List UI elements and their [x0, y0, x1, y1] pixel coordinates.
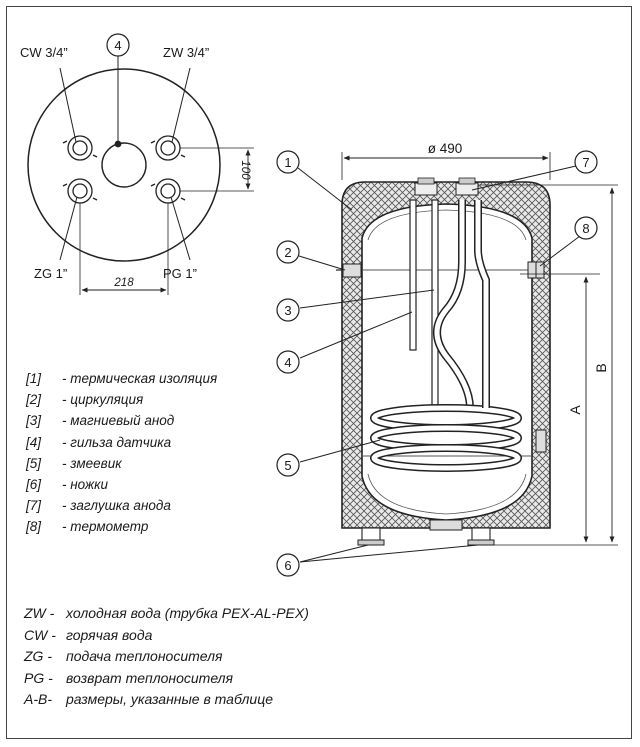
callout-2: 2 — [276, 240, 300, 264]
fitting-zg — [62, 178, 98, 204]
callout-8: 8 — [574, 216, 598, 240]
legend-item: [3]- магниевый анод — [26, 413, 175, 429]
side-view: ø 490 A B 1 2 3 4 — [276, 141, 618, 577]
parts-legend: [1]- термическая изоляция [2]- циркуляци… — [26, 368, 217, 538]
svg-text:8: 8 — [582, 221, 589, 236]
abbrev-item: ZW -холодная вода (трубка PEX-AL-PEX) — [24, 605, 309, 621]
abbrev-item: ZG -подача теплоносителя — [24, 648, 223, 664]
abbrev-item: A-B-размеры, указанные в таблице — [24, 691, 274, 707]
svg-text:3: 3 — [284, 303, 291, 318]
abbrev-item: PG -возврат теплоносителя — [24, 669, 234, 686]
svg-text:4: 4 — [284, 355, 291, 370]
svg-text:7: 7 — [582, 155, 589, 170]
legend-item: [1]- термическая изоляция — [26, 371, 218, 386]
fitting-pg — [150, 178, 186, 204]
top-callout-4-label: 4 — [114, 38, 121, 53]
label-cw: CW 3/4” — [20, 45, 68, 60]
top-callout-4 — [106, 33, 130, 57]
callout-3: 3 — [276, 298, 300, 322]
magnesium-anode — [431, 199, 439, 407]
legend-item: [2]- циркуляция — [26, 392, 144, 408]
callout-4: 4 — [276, 350, 300, 374]
callout-7: 7 — [574, 150, 598, 174]
legend-item: [6]- ножки — [26, 477, 109, 493]
abbreviation-legend: ZW -холодная вода (трубка PEX-AL-PEX) CW… — [24, 603, 309, 711]
dim-100: 100 — [239, 160, 251, 180]
legend-item: [8]- термометр — [26, 519, 149, 535]
diagram-frame — [6, 6, 632, 739]
legend-item: [7]- заглушка анода — [26, 498, 171, 514]
top-view-sensor-dot — [114, 140, 122, 148]
label-pg: PG 1” — [163, 266, 197, 281]
heating-coil — [370, 404, 522, 472]
abbrev-item: CW -горячая вода — [24, 626, 153, 643]
fitting-cw — [62, 135, 98, 161]
legend-item: [4]- гильза датчика — [26, 434, 172, 450]
dim-b: B — [593, 363, 609, 372]
label-zw: ZW 3/4” — [163, 45, 209, 60]
top-view: 4 CW 3/4” ZW 3/4” ZG 1” PG 1” 100 218 — [20, 33, 254, 295]
dim-a: A — [567, 405, 583, 415]
top-view-outer-circle — [27, 68, 221, 262]
top-view-center-circle — [101, 142, 147, 188]
svg-text:5: 5 — [284, 458, 291, 473]
circulation-fitting — [342, 263, 362, 278]
svg-text:1: 1 — [284, 155, 291, 170]
svg-text:2: 2 — [284, 245, 291, 260]
callout-5: 5 — [276, 453, 300, 477]
label-zg: ZG 1” — [34, 266, 67, 281]
svg-text:6: 6 — [284, 558, 291, 573]
legend-item: [5]- змеевик — [26, 455, 122, 471]
legs — [357, 519, 495, 546]
fitting-zw — [150, 135, 186, 161]
callout-6: 6 — [276, 553, 300, 577]
sensor-sleeve — [409, 199, 417, 351]
dim-diameter: ø 490 — [428, 141, 463, 156]
callout-1: 1 — [276, 150, 300, 174]
dim-218: 218 — [113, 277, 134, 289]
